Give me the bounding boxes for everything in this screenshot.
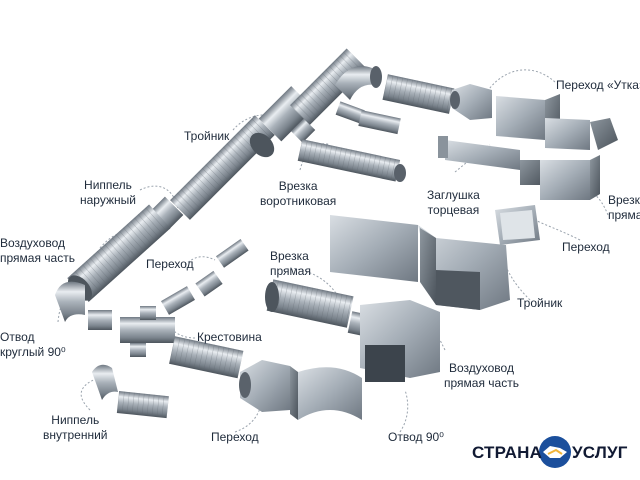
label-line: Воздуховод (0, 236, 65, 250)
label-line: торцевая (427, 203, 480, 217)
label-line: прямая часть (0, 251, 75, 265)
label-vrezka-pryamaya: Врезка прямая (270, 249, 311, 279)
label-line: наружный (80, 193, 136, 207)
label-line: Врезка (608, 193, 640, 207)
label-perehod-rect-right: Переход (562, 240, 610, 254)
label-line: Ниппель (51, 413, 100, 427)
label-troynik-round: Тройник (184, 129, 230, 143)
label-line: внутренний (43, 428, 108, 442)
label-nippel-vnutr: Ниппель внутренний (43, 413, 108, 443)
label-troynik-rect: Тройник (517, 296, 563, 310)
label-line: прямая (608, 208, 640, 222)
label-otvod-round: Отвод круглый 90⁰ (0, 330, 66, 360)
strana-uslug-logo: СТРАНА УСЛУГ (472, 433, 640, 471)
logo-text-right: УСЛУГ (572, 443, 628, 462)
label-krestovina: Крестовина (197, 330, 262, 344)
label-line: круглый 90⁰ (0, 345, 66, 359)
label-line: Врезка (278, 179, 318, 193)
label-otvod-rect: Отвод 90⁰ (388, 430, 444, 444)
label-vozduhovod-rect: Воздуховод прямая часть (444, 361, 519, 391)
label-line: Заглушка (427, 188, 480, 202)
label-vrezka-vorotn: Врезка воротниковая (260, 179, 336, 209)
rect-duct-system (290, 94, 618, 420)
label-vrezka-right: Врезка прямая (608, 193, 640, 223)
label-perehod-round: Переход (146, 257, 194, 271)
label-line: прямая часть (444, 376, 519, 390)
label-line: прямая (270, 264, 311, 278)
label-zaglushka: Заглушка торцевая (427, 188, 480, 218)
round-duct-system (55, 48, 492, 419)
handshake-logo-icon (539, 436, 571, 468)
label-line: воротниковая (260, 194, 337, 208)
label-line: Ниппель (84, 178, 132, 192)
label-perehod-bottom: Переход (211, 430, 259, 444)
label-line: Воздуховод (448, 361, 514, 375)
label-line: Врезка (270, 249, 309, 263)
label-line: Отвод (0, 330, 35, 344)
label-vozduhovod-round: Воздуховод прямая часть (0, 236, 75, 266)
label-perehod-utka: Переход «Утка» (556, 78, 640, 92)
logo-text-left: СТРАНА (472, 443, 543, 462)
label-nippel-naruzh: Ниппель наружный (80, 178, 136, 208)
